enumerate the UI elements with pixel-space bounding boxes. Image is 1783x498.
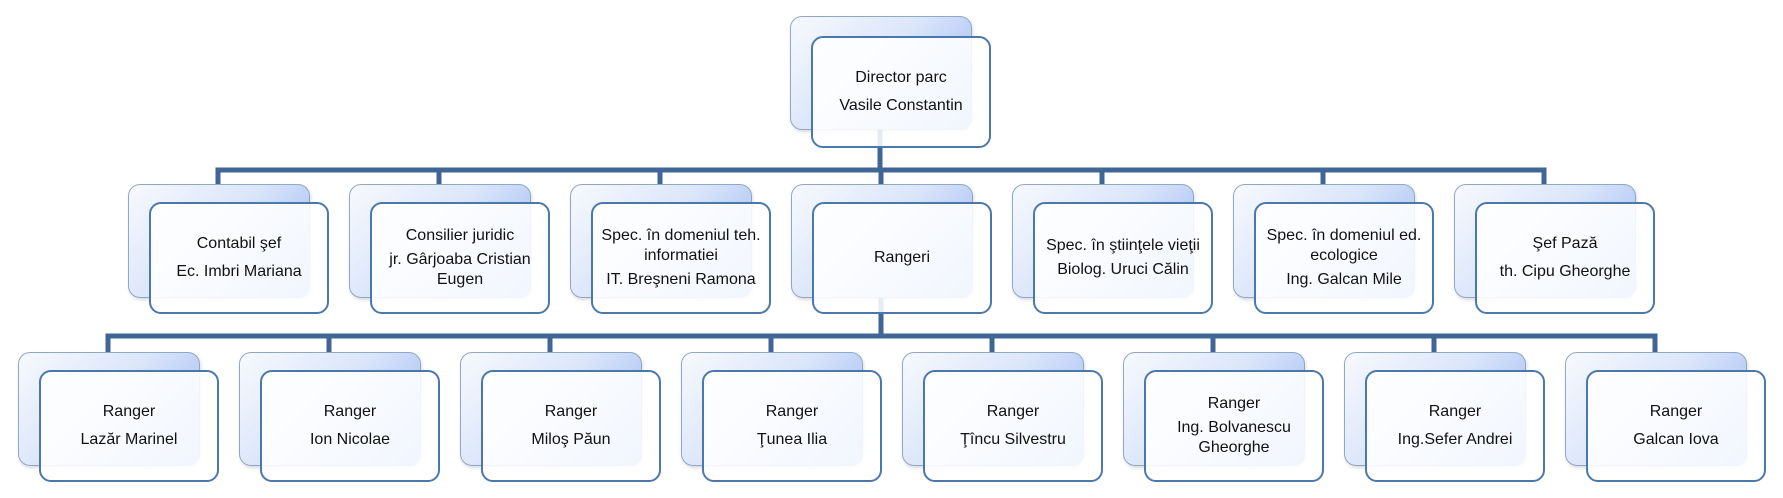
node-name: IT. Breşneni Ramona	[606, 271, 756, 288]
node-name: Biolog. Uruci Călin	[1057, 261, 1189, 278]
node-name: Ing.Sefer Andrei	[1397, 431, 1513, 448]
node-name: Ing. Bolvanescu Gheorghe	[1177, 419, 1291, 456]
node-title: Şef Pază	[1532, 235, 1598, 252]
node-name: Miloş Păun	[531, 431, 611, 448]
node-name: Lazăr Marinel	[80, 431, 178, 448]
node-title: Consilier juridic	[405, 227, 515, 244]
node-name: Vasile Constantin	[839, 97, 963, 114]
node-title: Rangeri	[873, 249, 931, 266]
node-title: Ranger	[1649, 403, 1703, 420]
node-title: Ranger	[544, 403, 598, 420]
node-name: Ing. Galcan Mile	[1286, 271, 1402, 288]
node-title: Spec. în domeniul ed. ecologice	[1266, 227, 1422, 264]
node-name: Ţîncu Silvestru	[960, 431, 1066, 448]
node-title: Ranger	[986, 403, 1040, 420]
node-name: Ion Nicolae	[309, 431, 391, 448]
node-name: th. Cipu Gheorghe	[1499, 263, 1631, 280]
node-name: jr. Gârjoaba Cristian Eugen	[389, 251, 531, 288]
node-title: Ranger	[765, 403, 819, 420]
node-name: Ec. Imbri Mariana	[176, 263, 302, 280]
node-title: Ranger	[102, 403, 156, 420]
node-title: Ranger	[1428, 403, 1482, 420]
node-title: Spec. în domeniul teh. informatiei	[601, 227, 761, 264]
node-title: Ranger	[323, 403, 377, 420]
node-title: Ranger	[1207, 395, 1261, 412]
node-title: Director parc	[855, 69, 947, 86]
node-title: Spec. în ştiinţele vieţii	[1046, 237, 1200, 254]
node-title: Contabil şef	[196, 235, 282, 252]
node-name: Ţunea Ilia	[756, 431, 828, 448]
node-name: Galcan Iova	[1633, 431, 1719, 448]
